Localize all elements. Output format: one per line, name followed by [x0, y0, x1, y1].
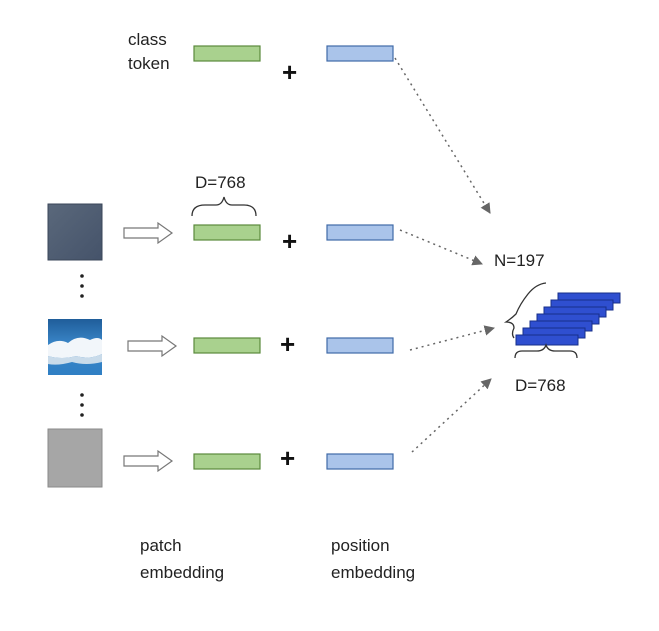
vertical-ellipsis-icon — [80, 274, 84, 298]
sequence-length-label: N=197 — [494, 251, 545, 270]
plus-sign-3: + — [280, 443, 295, 473]
plus-sign-class: + — [282, 57, 297, 87]
vertical-ellipsis-icon — [80, 393, 84, 417]
image-patch-2 — [48, 319, 102, 375]
patch-dim-brace — [191, 196, 257, 217]
class-position-embedding — [326, 45, 394, 62]
output-dim-brace — [514, 342, 578, 359]
output-dim-label: D=768 — [515, 376, 566, 395]
patch-embedding-label-line1: patch — [140, 536, 182, 555]
position-embedding-label-line1: position — [331, 536, 390, 555]
patch2-to-output-arrow — [409, 325, 496, 351]
image-patch-3 — [47, 428, 103, 488]
plus-sign-2: + — [280, 329, 295, 359]
class-to-output-arrow — [394, 57, 491, 214]
patch3-to-output-arrow — [411, 378, 492, 453]
patch-dim-label: D=768 — [195, 173, 246, 192]
position-embedding-2 — [326, 337, 394, 354]
hollow-right-arrow-icon — [127, 334, 178, 358]
output-embedding-stack — [515, 292, 621, 346]
sequence-length-brace — [503, 282, 547, 339]
patch1-to-output-arrow — [399, 229, 483, 266]
patch-embedding-label-line2: embedding — [140, 563, 224, 582]
patch-embedding-3 — [193, 453, 261, 470]
position-embedding-label-line2: embedding — [331, 563, 415, 582]
image-patch-1 — [47, 203, 103, 261]
position-embedding-3 — [326, 453, 394, 470]
output-embedding-layer — [515, 334, 579, 346]
hollow-right-arrow-icon — [123, 449, 174, 473]
position-embedding-1 — [326, 224, 394, 241]
class-token-embedding — [193, 45, 261, 62]
class-token-label-line2: token — [128, 54, 170, 73]
patch-embedding-1 — [193, 224, 261, 241]
class-token-label-line1: class — [128, 30, 167, 49]
plus-sign-1: + — [282, 226, 297, 256]
hollow-right-arrow-icon — [123, 221, 174, 245]
patch-embedding-2 — [193, 337, 261, 354]
